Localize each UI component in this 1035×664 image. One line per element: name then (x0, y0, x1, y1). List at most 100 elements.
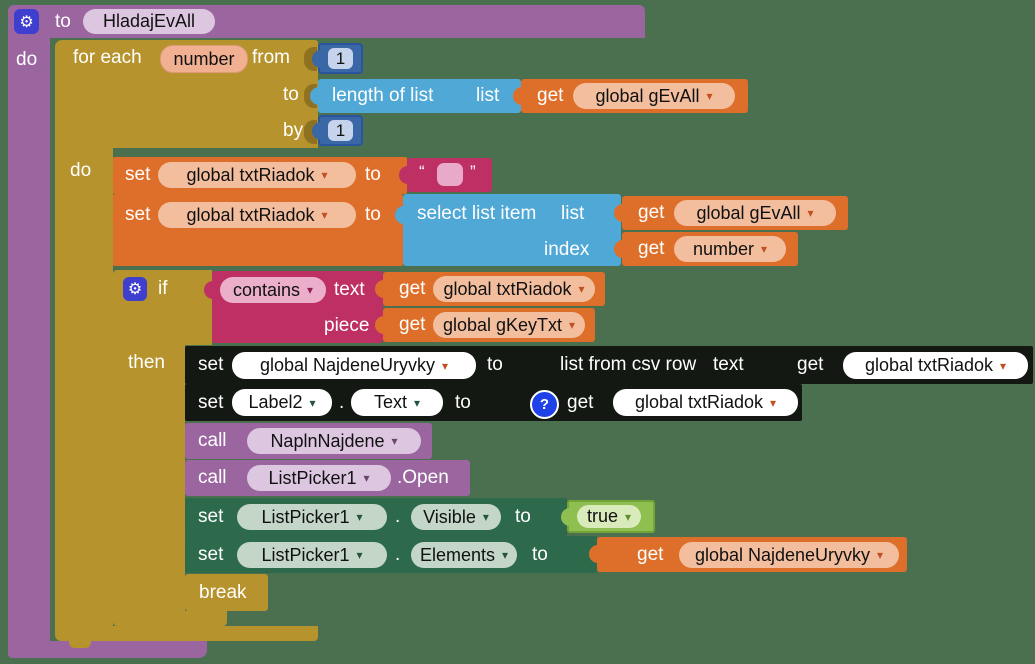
contains-dropdown[interactable]: contains ▾ (220, 277, 326, 303)
get-number-block[interactable]: get number ▾ (614, 232, 798, 266)
text-param-label: text (713, 354, 744, 375)
variable-dropdown-najdeneUryvky[interactable]: global NajdeneUryvky ▾ (679, 542, 899, 568)
dropdown-arrow-icon: ▾ (625, 509, 632, 524)
get-global-najdeneUryvky-block[interactable]: get global NajdeneUryvky ▾ (589, 537, 907, 572)
variable-dropdown-txtRiadok[interactable]: global txtRiadok ▾ (158, 162, 356, 188)
dot-separator: . (395, 544, 401, 565)
property-name: Elements (419, 544, 495, 565)
connector-tab (513, 87, 523, 105)
dropdown-arrow-icon: ▾ (569, 318, 576, 332)
true-block[interactable]: true ▾ (561, 500, 655, 533)
procedure-block-header[interactable]: ⚙ to HladajEvAll (8, 5, 645, 38)
property-dropdown-visible[interactable]: Visible ▾ (411, 504, 501, 530)
component-dropdown-listpicker[interactable]: ListPicker1 ▾ (247, 465, 391, 491)
variable-dropdown-gKeyTxt[interactable]: global gKeyTxt ▾ (433, 312, 585, 338)
to-keyword: to (515, 506, 531, 527)
component-dropdown-listpicker[interactable]: ListPicker1 ▾ (237, 542, 387, 568)
question-mark-icon[interactable]: ? (530, 390, 559, 419)
variable-name: global NajdeneUryvky (694, 544, 871, 565)
set-listpicker-visible-block[interactable]: set ListPicker1 ▾ . Visible ▾ to (185, 498, 567, 536)
if-block-left-wall[interactable] (113, 345, 185, 611)
variable-dropdown-gEvAll[interactable]: global gEvAll ▾ (573, 83, 735, 109)
set-txtRiadok-empty-block[interactable]: set global txtRiadok ▾ to (113, 157, 407, 194)
variable-dropdown-najdeneUryvky[interactable]: global NajdeneUryvky ▾ (232, 352, 476, 379)
empty-string-block[interactable]: “ ” (399, 158, 492, 192)
select-list-item-block[interactable]: select list item list index (395, 194, 621, 266)
get-keyword: get (638, 202, 665, 223)
set-label2-text-block[interactable]: set Label2 ▾ . Text ▾ to ? get global tx… (185, 384, 802, 421)
number-block-from[interactable]: 1 (312, 43, 363, 74)
logic-value: true (586, 506, 618, 526)
list-param-label: list (561, 203, 585, 224)
variable-dropdown-txtRiadok[interactable]: global txtRiadok ▾ (613, 389, 798, 416)
list-param-label: list (476, 85, 500, 106)
get-global-gEvAll-block[interactable]: get global gEvAll ▾ (614, 196, 848, 230)
for-each-block-bottom-bar[interactable] (55, 626, 318, 648)
open-method-label: .Open (397, 467, 449, 488)
dropdown-arrow-icon: ▾ (356, 548, 363, 562)
string-text-field[interactable] (437, 163, 463, 186)
set-txtRiadok-select-block[interactable]: set global txtRiadok ▾ to (113, 194, 403, 266)
connector-tab (312, 122, 322, 140)
get-global-gEvAll-block[interactable]: get global gEvAll ▾ (513, 79, 748, 113)
set-keyword: set (198, 544, 224, 565)
get-global-gKeyTxt-block[interactable]: get global gKeyTxt ▾ (375, 308, 595, 342)
set-listpicker-elements-block[interactable]: set ListPicker1 ▾ . Elements ▾ to (185, 536, 597, 573)
piece-param-label: piece (324, 315, 370, 336)
contains-block[interactable]: contains ▾ text piece (204, 271, 383, 343)
close-quote: ” (470, 162, 476, 181)
connector-bump (69, 641, 91, 648)
gear-icon[interactable]: ⚙ (14, 9, 39, 34)
variable-dropdown-gEvAll[interactable]: global gEvAll ▾ (674, 200, 836, 226)
loop-variable-chip[interactable]: number (160, 45, 248, 73)
break-block[interactable]: break (185, 574, 268, 611)
number-block-by[interactable]: 1 (312, 115, 363, 146)
variable-dropdown-txtRiadok[interactable]: global txtRiadok ▾ (433, 276, 595, 302)
dropdown-arrow-icon: ▾ (307, 283, 314, 297)
procedure-to-keyword: to (55, 11, 71, 32)
set-najdeneUryvky-csv-block[interactable]: set global NajdeneUryvky ▾ to list from … (185, 346, 1033, 384)
number-value-field[interactable]: 1 (328, 48, 353, 69)
property-name: Visible (423, 506, 476, 527)
logic-dropdown-true[interactable]: true ▾ (577, 505, 641, 528)
for-each-label: for each (73, 47, 142, 68)
if-block-head[interactable]: ⚙ if (113, 270, 212, 345)
component-name: ListPicker1 (261, 544, 350, 565)
get-keyword: get (638, 238, 665, 259)
index-param-label: index (544, 239, 590, 260)
call-listpicker-open-block[interactable]: call ListPicker1 ▾ .Open (185, 460, 470, 496)
call-keyword: call (198, 430, 227, 451)
procedure-dropdown-naplnNajdene[interactable]: NaplnNajdene ▾ (247, 428, 421, 454)
property-dropdown-text[interactable]: Text ▾ (351, 389, 443, 416)
dropdown-arrow-icon: ▾ (1000, 358, 1007, 373)
gear-icon[interactable]: ⚙ (123, 277, 147, 301)
set-keyword: set (125, 204, 151, 225)
if-keyword: if (158, 278, 168, 299)
dropdown-arrow-icon: ▾ (578, 282, 585, 296)
connector-tab (395, 206, 405, 224)
variable-dropdown-txtRiadok[interactable]: global txtRiadok ▾ (158, 202, 356, 228)
variable-dropdown-txtRiadok[interactable]: global txtRiadok ▾ (843, 352, 1028, 379)
component-name: Label2 (248, 392, 303, 412)
dropdown-arrow-icon: ▾ (877, 548, 884, 562)
procedure-block-bottom-bar[interactable] (8, 641, 207, 658)
component-dropdown-label2[interactable]: Label2 ▾ (232, 389, 332, 416)
procedure-name: NaplnNajdene (270, 430, 385, 451)
gear-glyph: ⚙ (127, 281, 143, 298)
property-dropdown-elements[interactable]: Elements ▾ (411, 542, 517, 568)
connector-tab (375, 280, 385, 298)
get-global-txtRiadok-block[interactable]: get global txtRiadok ▾ (375, 272, 605, 306)
length-of-list-block[interactable]: length of list list (310, 79, 521, 113)
procedure-block-left-wall[interactable] (8, 38, 50, 641)
call-naplnNajdene-block[interactable]: call NaplnNajdene ▾ (185, 423, 432, 459)
dropdown-arrow-icon: ▾ (807, 206, 814, 220)
for-each-block-left-wall[interactable] (55, 148, 113, 626)
variable-dropdown-number[interactable]: number ▾ (674, 236, 786, 262)
text-param-label: text (334, 279, 365, 300)
component-dropdown-listpicker[interactable]: ListPicker1 ▾ (237, 504, 387, 530)
if-block-bottom-bar[interactable] (113, 611, 227, 633)
number-value-field[interactable]: 1 (328, 120, 353, 141)
then-label: then (128, 352, 165, 373)
procedure-name-field[interactable]: HladajEvAll (83, 9, 215, 34)
